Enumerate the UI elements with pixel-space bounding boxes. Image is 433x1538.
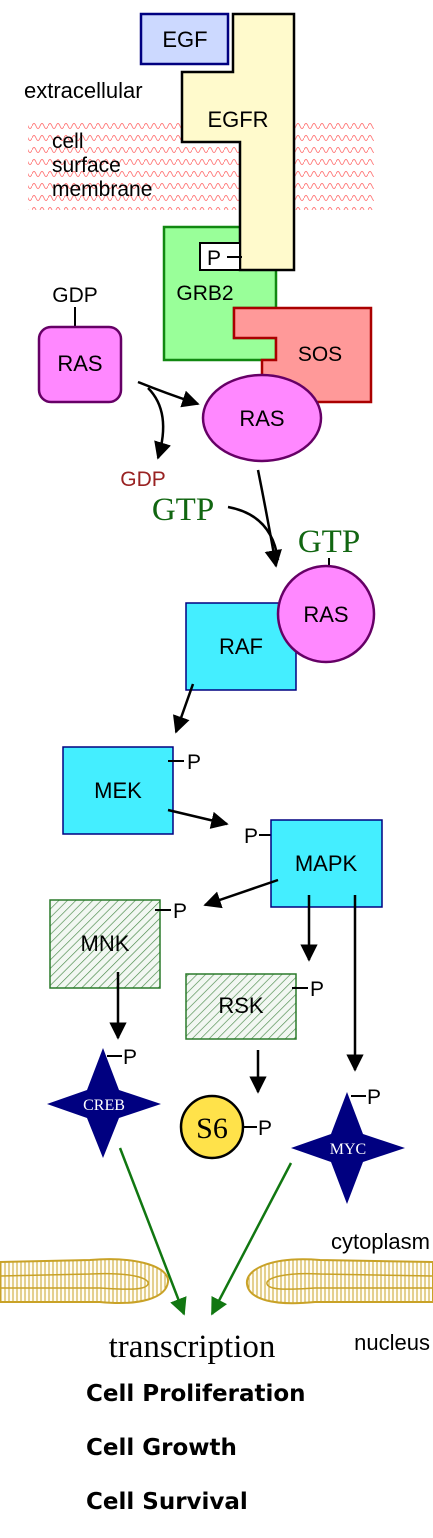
mnk-phospho-label: P — [173, 900, 187, 923]
rsk-label: RSK — [218, 993, 264, 1018]
mek-label: MEK — [94, 778, 142, 803]
ras-sos-label: RAS — [239, 406, 284, 431]
raf-to-mek-arrow — [173, 683, 195, 734]
myc-phospho-label: P — [367, 1086, 381, 1109]
myc-star — [291, 1092, 405, 1204]
mek-to-mapk-arrow — [167, 808, 229, 829]
mapk-to-mnk-arrow — [203, 878, 279, 909]
creb-label: CREB — [83, 1097, 125, 1114]
mnk-label: MNK — [81, 931, 130, 956]
gtp-added-label: GTP — [152, 492, 214, 528]
creb-star — [47, 1048, 161, 1158]
creb-to-transcription-arrow — [118, 1147, 187, 1316]
mapk-box — [270, 819, 383, 908]
membrane-label-line2: surface — [52, 154, 121, 177]
sos-label: SOS — [298, 343, 342, 366]
mek-phospho-label: P — [187, 751, 201, 774]
ras-active-label: RAS — [303, 602, 348, 627]
ras-inactive-box — [37, 325, 123, 404]
egf-box — [139, 12, 230, 66]
outcome-cell-proliferation: Cell Proliferation — [86, 1381, 306, 1407]
outcome-cell-growth: Cell Growth — [86, 1435, 237, 1461]
s6-label: S6 — [196, 1112, 228, 1145]
membrane-label-line3: membrane — [52, 178, 152, 201]
ras-sos-ellipse — [201, 373, 323, 463]
s6-phospho-label: P — [258, 1117, 272, 1140]
mnk-box — [49, 899, 161, 989]
raf-label: RAF — [219, 634, 263, 659]
rsk-phospho-label: P — [310, 978, 324, 1001]
ras-active-circle — [276, 564, 376, 664]
egfr-label: EGFR — [207, 107, 268, 132]
grb2-label: GRB2 — [176, 282, 233, 305]
ras-gdp-label: GDP — [52, 284, 98, 307]
outcome-cell-survival: Cell Survival — [86, 1489, 248, 1515]
extracellular-label: extracellular — [24, 78, 143, 103]
myc-to-transcription-arrow — [210, 1162, 293, 1316]
mapk-label: MAPK — [295, 851, 358, 876]
creb-phospho-label: P — [123, 1046, 137, 1069]
transcription-label: transcription — [109, 1329, 276, 1365]
rsk-box — [185, 973, 297, 1040]
mek-box — [62, 746, 174, 835]
nuclear-membrane-left — [0, 1258, 170, 1304]
egfr-phospho-label: P — [207, 247, 221, 270]
egf-label: EGF — [162, 27, 207, 52]
mapk-phospho-label: P — [244, 825, 258, 848]
membrane-label-line1: cell — [52, 130, 84, 153]
ras-inactive-label: RAS — [57, 351, 102, 376]
gtp-bound-label: GTP — [298, 524, 360, 560]
myc-label: MYC — [330, 1141, 366, 1158]
gdp-released-label: GDP — [120, 468, 166, 491]
gdp-release-arrow — [147, 387, 171, 460]
cytoplasm-label: cytoplasm — [331, 1229, 430, 1254]
egfr-receptor — [180, 12, 296, 272]
gtp-binding-arrow — [227, 505, 280, 561]
ras-to-sos-arrow — [137, 380, 200, 408]
ras-activation-arrow — [256, 469, 282, 568]
nuclear-membrane-right — [245, 1258, 433, 1305]
nucleus-label: nucleus — [354, 1330, 430, 1355]
